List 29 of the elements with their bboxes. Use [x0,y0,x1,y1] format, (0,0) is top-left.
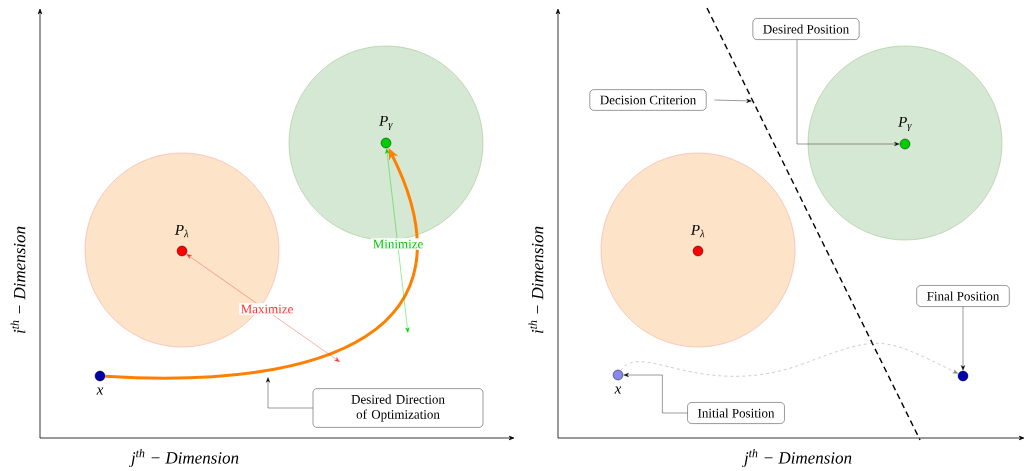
circular-region [600,152,796,348]
leader-arrow [623,373,688,414]
arrow [620,343,959,377]
point-label: P$_{λ}$ [174,224,189,238]
callout-box: Decision Criterion [589,89,707,111]
point-marker [957,370,969,382]
arrow [186,254,340,362]
edge-label: Minimize [371,238,425,250]
circular-region [288,45,484,241]
axis-label: j$^{th}$ − Dimension [742,448,852,468]
edge-label: Maximize [239,303,295,315]
leader-arrow [961,306,965,371]
leader-arrow [796,39,900,146]
callout-box: Desired Position [752,18,860,40]
point-label: P$_{γ}$ [898,116,912,132]
axis-label: i$^{th}$ − Dimension [528,226,544,334]
point-label: P$_{γ}$ [379,115,393,131]
callout-box: Desired Direction of Optimization [312,388,484,428]
leader-arrow [714,98,752,103]
point-label: P$_{λ}$ [690,224,705,238]
axis-label: j$^{th}$ − Dimension [129,448,239,468]
circular-region [807,45,1003,241]
point-label: x [96,387,104,395]
axis-label: i$^{th}$ − Dimension [10,226,26,334]
point-label: x [614,386,622,394]
callout-box: Initial Position [687,402,785,424]
callout-box: Final Position [916,285,1010,307]
leader-arrow [266,377,313,409]
arrow [385,148,410,333]
